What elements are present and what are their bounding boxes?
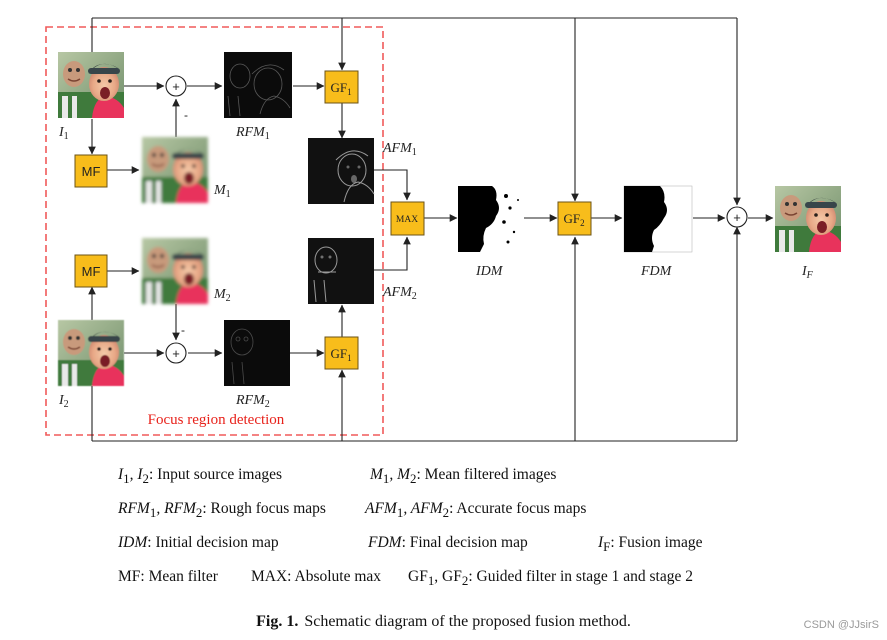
label-i1: I1 xyxy=(58,125,69,142)
caption-text: Schematic diagram of the proposed fusion… xyxy=(304,613,631,630)
svg-text:GF1: GF1 xyxy=(330,80,351,97)
label-rfm1: RFM1 xyxy=(235,125,270,142)
mean-filtered-image-m2 xyxy=(141,237,209,305)
mf-block-bottom: MF xyxy=(74,254,108,288)
legend-idm: IDM: Initial decision map xyxy=(118,534,279,551)
label-m1: M1 xyxy=(213,183,231,200)
fusion-image-if xyxy=(774,185,842,253)
accurate-focus-map-afm2 xyxy=(308,238,374,304)
gf1-block-bottom: GF1 xyxy=(324,336,359,370)
max-block-label: MAX xyxy=(396,215,418,225)
label-i2: I2 xyxy=(58,393,69,410)
legend-mean-filtered: M1, M2: Mean filtered images xyxy=(370,466,557,487)
sum-final-symbol: + xyxy=(733,210,741,225)
label-m2: M2 xyxy=(213,287,231,304)
gf1-top-label: GF xyxy=(330,80,347,95)
label-afm2: AFM2 xyxy=(382,285,417,302)
gf2-sub: 2 xyxy=(580,218,585,228)
focus-region-label: Focus region detection xyxy=(148,412,285,428)
mf-block-top-label: MF xyxy=(82,164,101,179)
legend-source-images: I1, I2: Input source images xyxy=(118,466,283,487)
max-block: MAX xyxy=(390,201,425,236)
sum-node-final: + xyxy=(726,206,748,228)
sum-node-bottom: + xyxy=(165,342,187,364)
svg-text:GF1: GF1 xyxy=(330,346,351,363)
sum-node-top: + xyxy=(165,75,187,97)
source-image-i2 xyxy=(57,319,125,387)
minus-sign-bottom: - xyxy=(181,323,185,337)
legend-if: IF: Fusion image xyxy=(598,534,703,555)
legend-mf: MF: Mean filter xyxy=(118,568,218,585)
gf2-label: GF xyxy=(563,211,580,226)
image-labels: I1 I2 M1 M2 RFM1 RFM2 AFM1 AFM2 IDM FDM … xyxy=(58,125,814,410)
connector-lines xyxy=(88,17,774,442)
sum-bottom-symbol: + xyxy=(172,346,180,361)
rough-focus-map-rfm1 xyxy=(224,52,292,118)
svg-text:GF2: GF2 xyxy=(563,211,584,228)
mf-block-bottom-label: MF xyxy=(82,264,101,279)
watermark: CSDN @JJsirS xyxy=(803,619,879,631)
source-image-i1 xyxy=(57,51,125,119)
accurate-focus-map-afm1 xyxy=(308,138,375,204)
caption-label: Fig. 1. xyxy=(256,613,299,630)
legend-accurate-focus: AFM1, AFM2: Accurate focus maps xyxy=(365,500,587,521)
legend-fdm: FDM: Final decision map xyxy=(368,534,528,551)
fusion-diagram: Focus region detection xyxy=(45,17,842,442)
gf1-top-sub: 1 xyxy=(347,87,352,97)
label-idm: IDM xyxy=(475,264,504,279)
gf2-block: GF2 xyxy=(557,201,592,236)
label-if: IF xyxy=(801,264,814,281)
minus-sign-top: - xyxy=(184,108,188,122)
gf1-block-top: GF1 xyxy=(324,70,359,104)
sum-top-symbol: + xyxy=(172,79,180,94)
initial-decision-map-idm xyxy=(458,186,524,252)
focus-region-box xyxy=(45,26,384,436)
label-fdm: FDM xyxy=(640,264,673,279)
mf-block-top: MF xyxy=(74,154,108,188)
legend-rough-focus: RFM1, RFM2: Rough focus maps xyxy=(118,500,326,521)
figure-caption: Fig. 1. Schematic diagram of the proposed… xyxy=(0,613,887,631)
gf1-bottom-label: GF xyxy=(330,346,347,361)
label-afm1: AFM1 xyxy=(382,141,417,158)
final-decision-map-fdm xyxy=(623,185,693,253)
gf1-bottom-sub: 1 xyxy=(347,353,352,363)
label-rfm2: RFM2 xyxy=(235,393,270,410)
legend-max: MAX: Absolute max xyxy=(251,568,382,585)
mean-filtered-image-m1 xyxy=(141,136,209,204)
rough-focus-map-rfm2 xyxy=(224,320,290,386)
legend-gf: GF1, GF2: Guided filter in stage 1 and s… xyxy=(408,568,694,589)
